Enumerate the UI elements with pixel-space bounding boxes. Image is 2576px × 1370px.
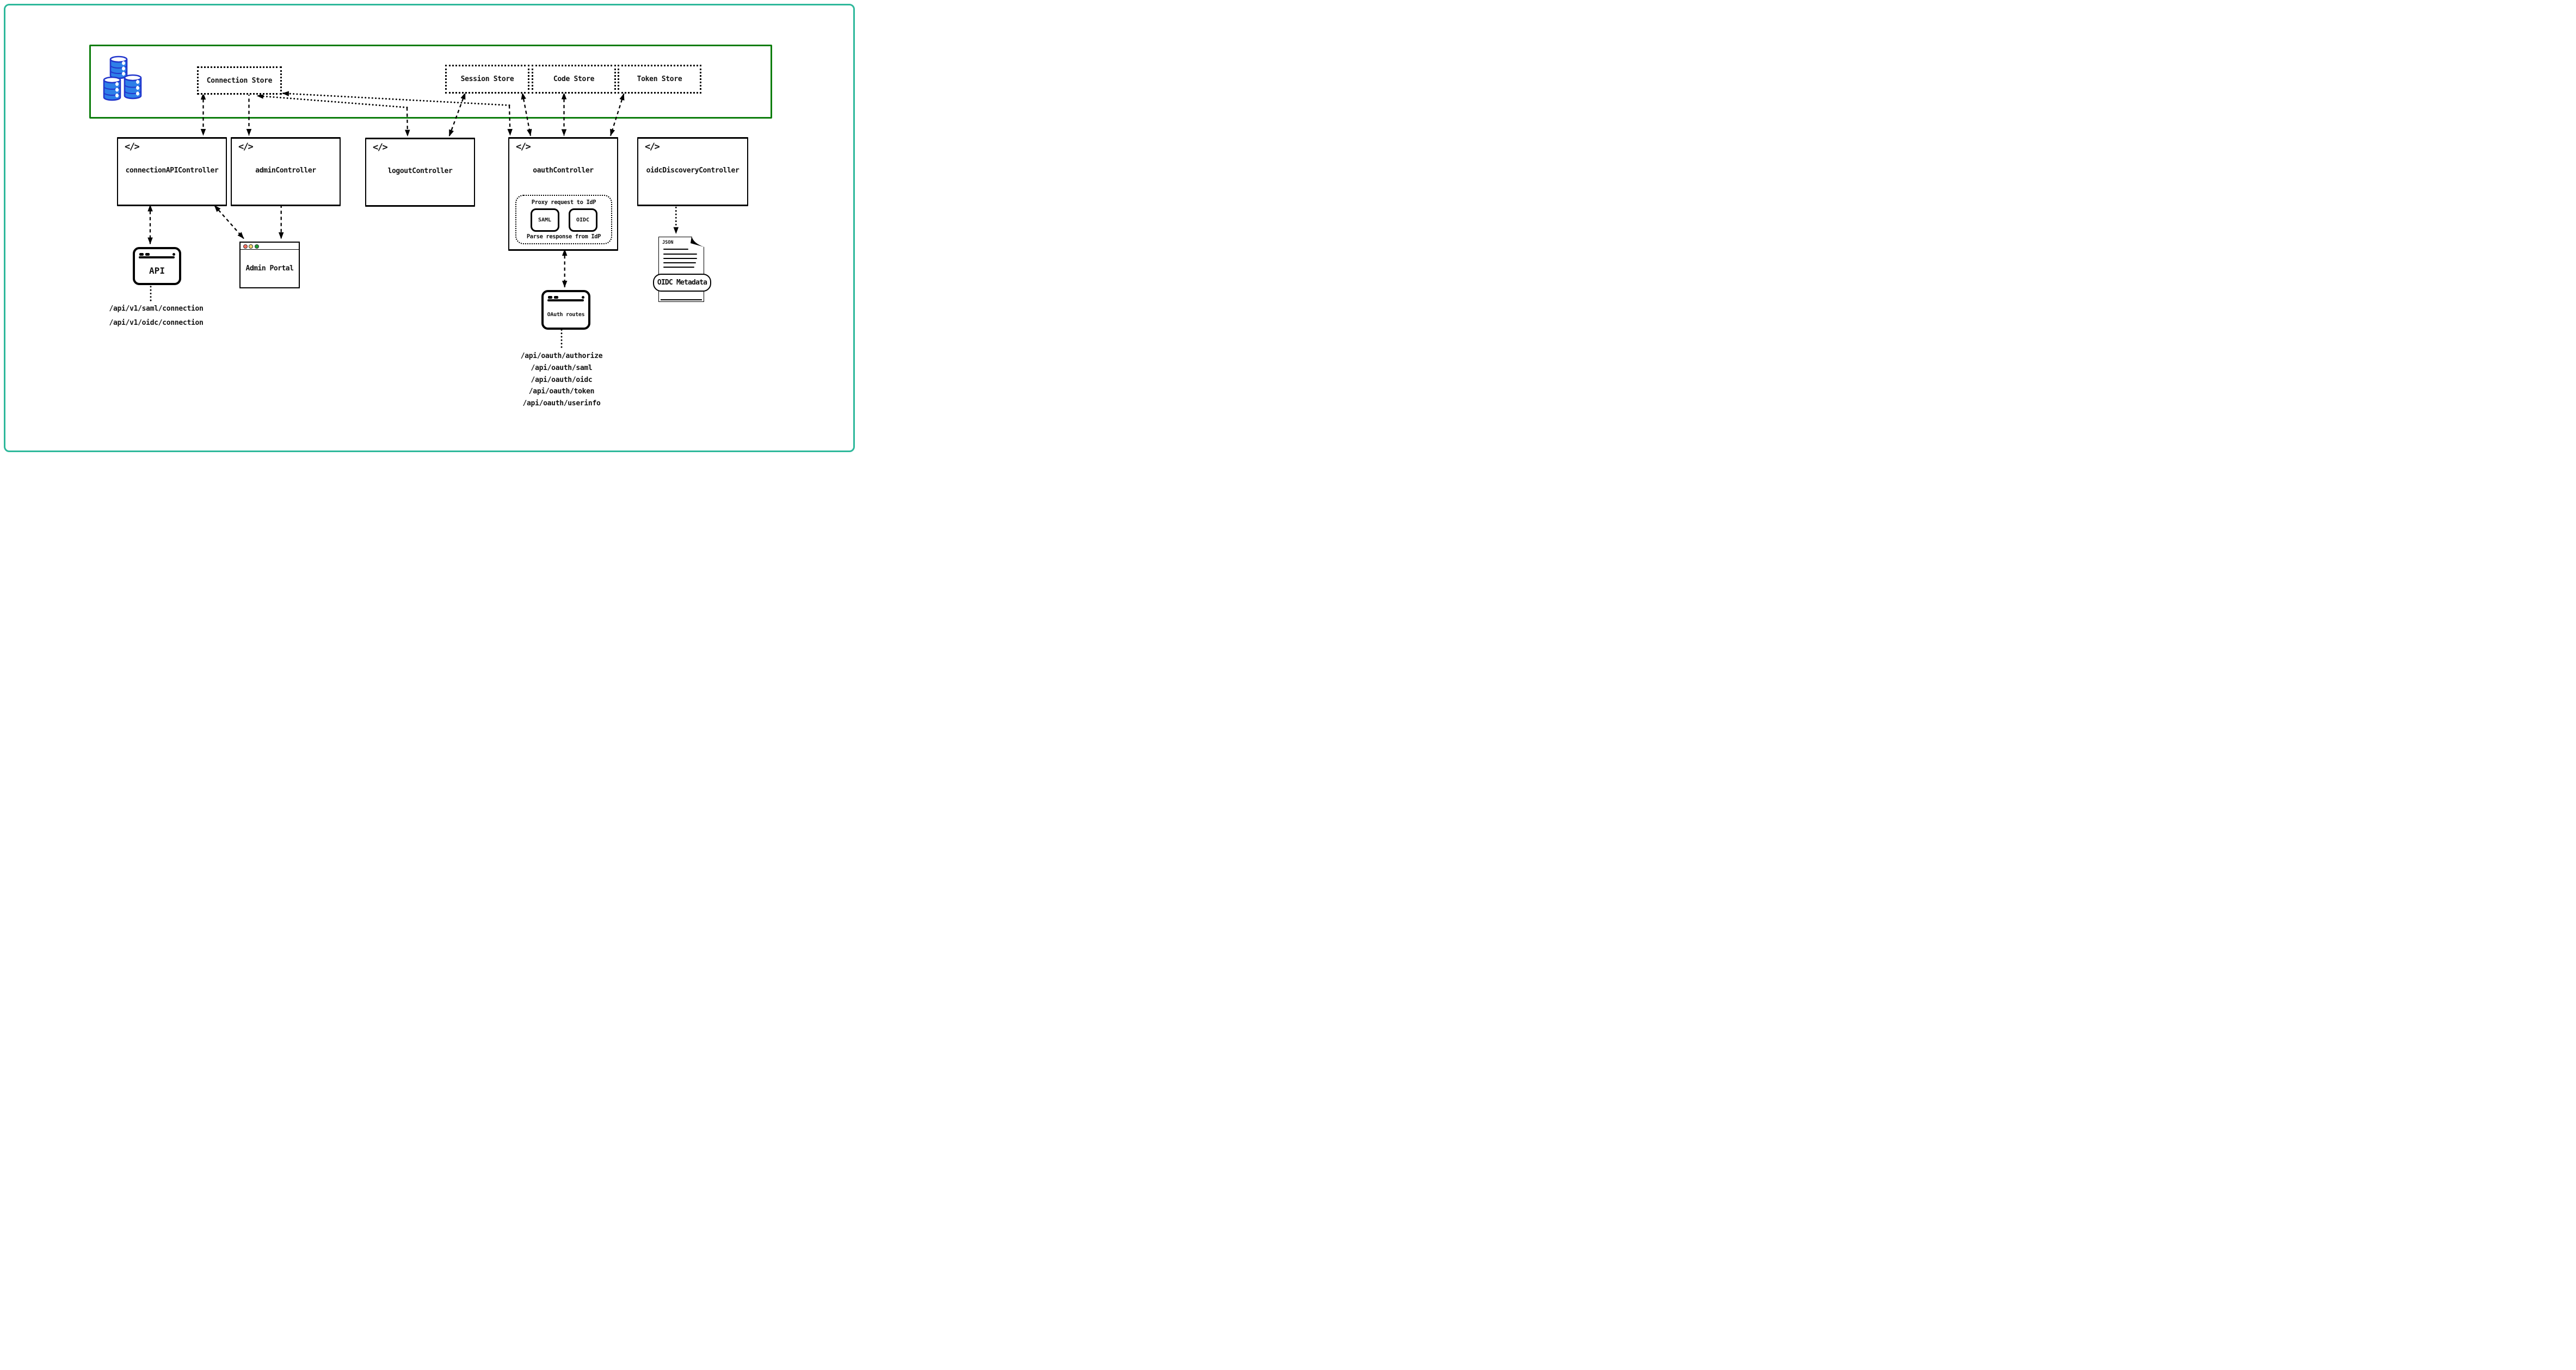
doc-bottom-edge: [661, 299, 702, 300]
controller-label: oauthController: [533, 166, 594, 175]
code-icon: </>: [125, 141, 140, 152]
connection-api-endpoints: /api/v1/saml/connection /api/v1/oidc/con…: [107, 305, 206, 334]
oauth-routes-window: OAuth routes: [541, 290, 590, 330]
endpoint-path: /api/oauth/token: [528, 387, 595, 396]
controller-oauth: </> oauthController Proxy request to IdP…: [508, 137, 618, 251]
window-bar-icon: [139, 256, 175, 258]
admin-portal-title: Admin Portal: [245, 264, 294, 273]
store-token: Token Store: [618, 65, 701, 94]
endpoint-path: /api/oauth/oidc: [531, 375, 593, 384]
connector-arrows: [147, 91, 679, 351]
endpoint-path: /api/v1/oidc/connection: [109, 319, 204, 327]
store-connection: Connection Store: [197, 66, 282, 95]
page-fold-icon: [691, 236, 704, 247]
idp-proxy-box: Proxy request to IdP SAML OIDC Parse res…: [515, 195, 612, 244]
controller-label: logoutController: [387, 167, 453, 175]
controller-label: oidcDiscoveryController: [646, 166, 739, 175]
doc-text-line: [663, 249, 688, 250]
controller-label: connectionAPIController: [125, 166, 219, 175]
doc-text-line: [663, 262, 696, 263]
traffic-light-red-icon: [243, 244, 248, 249]
api-window: API: [133, 247, 181, 285]
outer-frame: [4, 4, 855, 452]
controller-label: adminController: [255, 166, 316, 175]
doc-text-line: [663, 254, 697, 255]
controller-oidc-discovery: </> oidcDiscoveryController: [637, 137, 748, 206]
oauth-endpoints: /api/oauth/authorize /api/oauth/saml /ap…: [515, 353, 608, 412]
admin-portal-window: Admin Portal: [239, 242, 300, 288]
endpoint-path: /api/oauth/userinfo: [522, 399, 601, 408]
saml-box: SAML: [530, 208, 559, 232]
window-dot-icon: [582, 296, 584, 299]
code-icon: </>: [373, 142, 388, 153]
controller-admin: </> adminController: [231, 137, 341, 206]
window-dot-icon: [172, 253, 175, 256]
oidc-metadata-badge: OIDC Metadata: [653, 274, 711, 292]
endpoint-path: /api/v1/saml/connection: [109, 305, 204, 313]
idp-protocols: SAML OIDC: [516, 208, 611, 232]
code-icon: </>: [516, 141, 531, 152]
window-dot-icon: [554, 296, 558, 299]
store-session: Session Store: [445, 65, 529, 94]
api-window-label: API: [149, 266, 165, 276]
code-icon: </>: [238, 141, 254, 152]
endpoint-path: /api/oauth/saml: [531, 363, 593, 372]
window-dot-icon: [145, 253, 150, 256]
idp-parse-bottom-label: Parse response from IdP: [526, 233, 601, 240]
traffic-light-green-icon: [255, 244, 259, 249]
json-file-type-label: JSON: [662, 240, 674, 245]
oauth-routes-label: OAuth routes: [547, 311, 585, 318]
oidc-box: OIDC: [568, 208, 597, 232]
controller-connection-api: </> connectionAPIController: [117, 137, 227, 206]
admin-portal-titlebar: [241, 243, 299, 250]
doc-text-line: [663, 258, 697, 259]
endpoint-path: /api/oauth/authorize: [520, 352, 603, 360]
code-icon: </>: [645, 141, 660, 152]
window-bar-icon: [547, 299, 584, 301]
database-cylinders-icon: [103, 55, 142, 101]
idp-proxy-top-label: Proxy request to IdP: [531, 199, 596, 206]
window-dot-icon: [548, 296, 552, 299]
window-dot-icon: [139, 253, 144, 256]
controller-logout: </> logoutController: [365, 138, 475, 207]
oidc-metadata-document: JSON OIDC Metadata: [652, 236, 713, 303]
traffic-light-yellow-icon: [249, 244, 253, 249]
store-code: Code Store: [532, 65, 616, 94]
doc-text-line: [663, 267, 694, 268]
